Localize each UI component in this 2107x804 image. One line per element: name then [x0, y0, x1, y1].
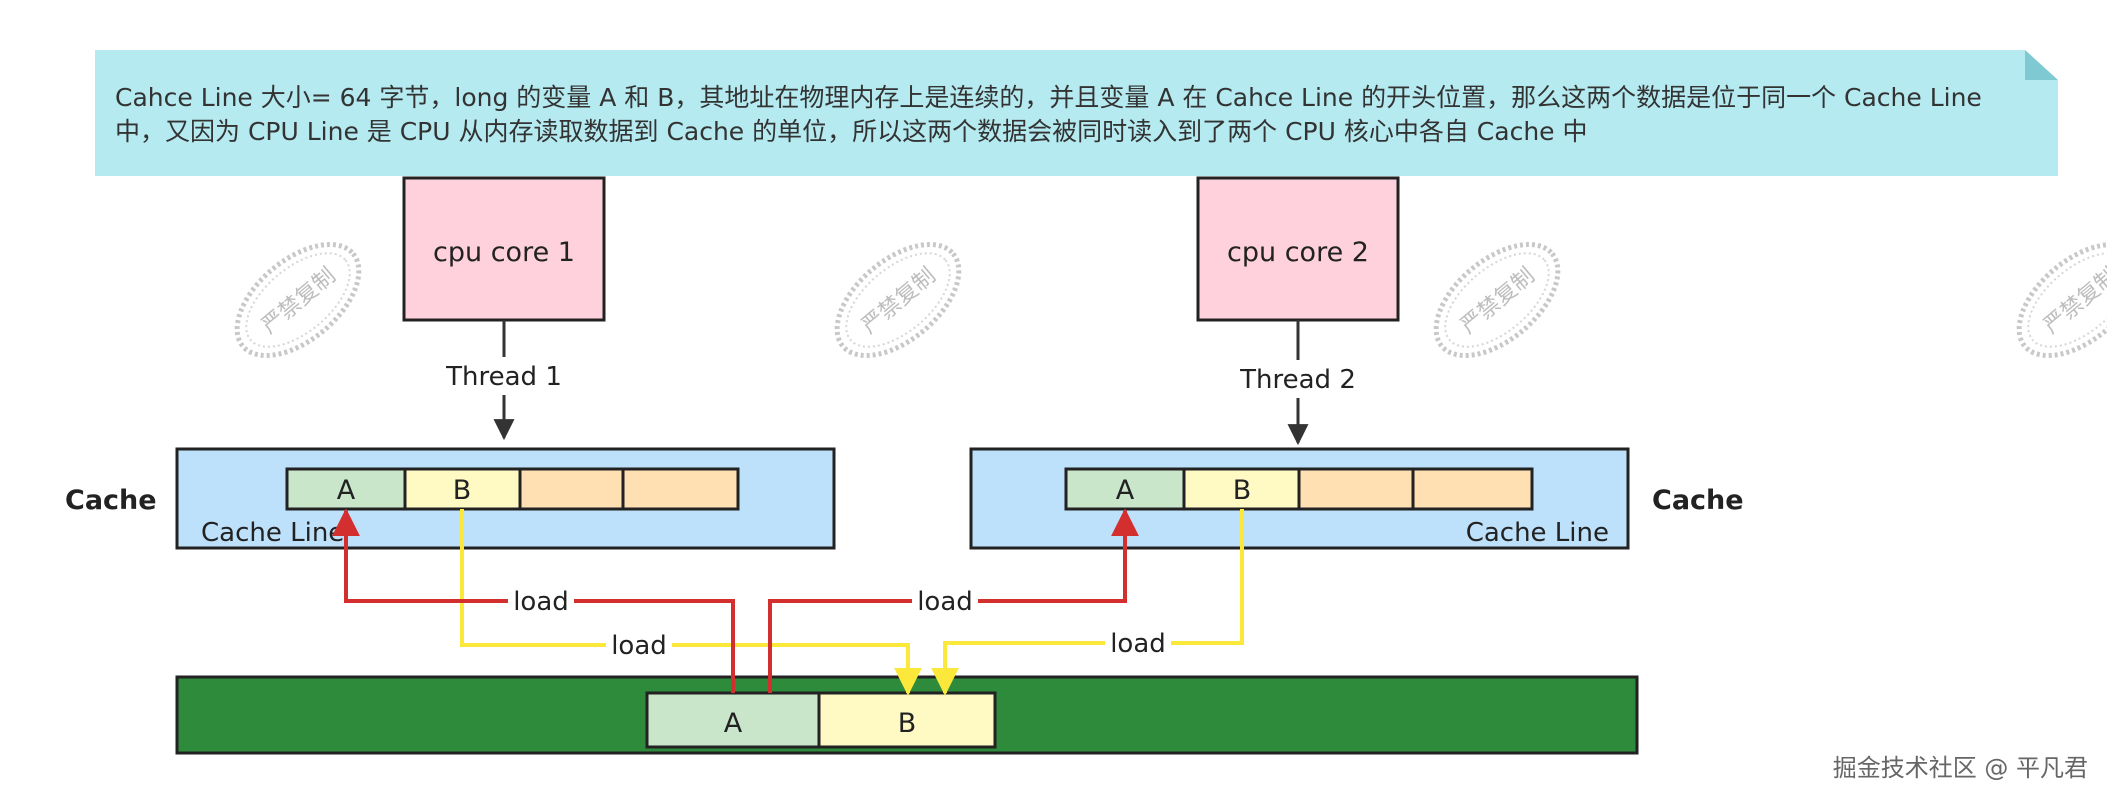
cache-1-cell-empty [621, 467, 740, 511]
cache-side-label-left: Cache [65, 485, 157, 516]
cpu-core-2-label: cpu core 2 [1227, 237, 1369, 268]
red-load-label-right: load [917, 587, 973, 617]
note-fold-corner [2025, 50, 2058, 80]
yellow-load-arrow-left: load [460, 509, 922, 696]
thread-1-connector: Thread 1 [440, 320, 568, 441]
cache-side-label-right: Cache [1652, 485, 1744, 516]
red-load-label-left: load [513, 587, 569, 617]
cache-2-cell-empty [1297, 467, 1415, 511]
cache-1: A B Cache Line [175, 447, 836, 550]
yellow-load-label-left: load [611, 631, 667, 661]
yellow-load-arrow-right: load [931, 509, 1244, 696]
red-load-arrow-right: load [768, 508, 1139, 693]
watermark-2: 严禁复制 [834, 241, 962, 359]
cache-2-cell-b-label: B [1233, 475, 1252, 506]
cache-1-cell-a-label: A [337, 475, 356, 506]
cache-1-line-label: Cache Line [201, 518, 344, 548]
yellow-load-label-right: load [1110, 629, 1166, 659]
note-line-2: 中，又因为 CPU Line 是 CPU 从内存读取数据到 Cache 的单位，… [115, 117, 1588, 146]
cache-1-cell-b-label: B [453, 475, 472, 506]
cache-2-cell-b [1182, 467, 1301, 511]
memory-cell-b-label: B [898, 708, 917, 739]
watermark-3: 严禁复制 [1433, 241, 1561, 359]
cpu-core-1-label: cpu core 1 [433, 237, 575, 268]
thread-1-label: Thread 1 [445, 362, 562, 392]
note-background [95, 50, 2058, 176]
cpu-core-2: cpu core 2 [1196, 176, 1400, 322]
thread-2-connector: Thread 2 [1234, 320, 1362, 446]
red-load-arrow-left: load [332, 508, 735, 693]
cache-2: A B Cache Line [969, 447, 1630, 550]
note-box: Cahce Line 大小= 64 字节，long 的变量 A 和 B，其地址在… [95, 50, 2058, 176]
memory-cell-a [645, 691, 821, 749]
note-line-1: Cahce Line 大小= 64 字节，long 的变量 A 和 B，其地址在… [115, 83, 1982, 112]
cache-2-cell-a-label: A [1116, 475, 1135, 506]
watermark-1: 严禁复制 [234, 241, 362, 359]
cache-1-cell-empty [518, 467, 625, 511]
thread-2-label: Thread 2 [1239, 365, 1356, 395]
cache-2-cell-empty [1411, 467, 1534, 511]
credit-text: 掘金技术社区 @ 平凡君 [1833, 754, 2088, 782]
cpu-core-1: cpu core 1 [402, 176, 606, 322]
memory-cell-a-label: A [724, 708, 743, 739]
watermark-4: 严禁复制 [2016, 241, 2107, 359]
cache-2-line-label: Cache Line [1466, 518, 1609, 548]
